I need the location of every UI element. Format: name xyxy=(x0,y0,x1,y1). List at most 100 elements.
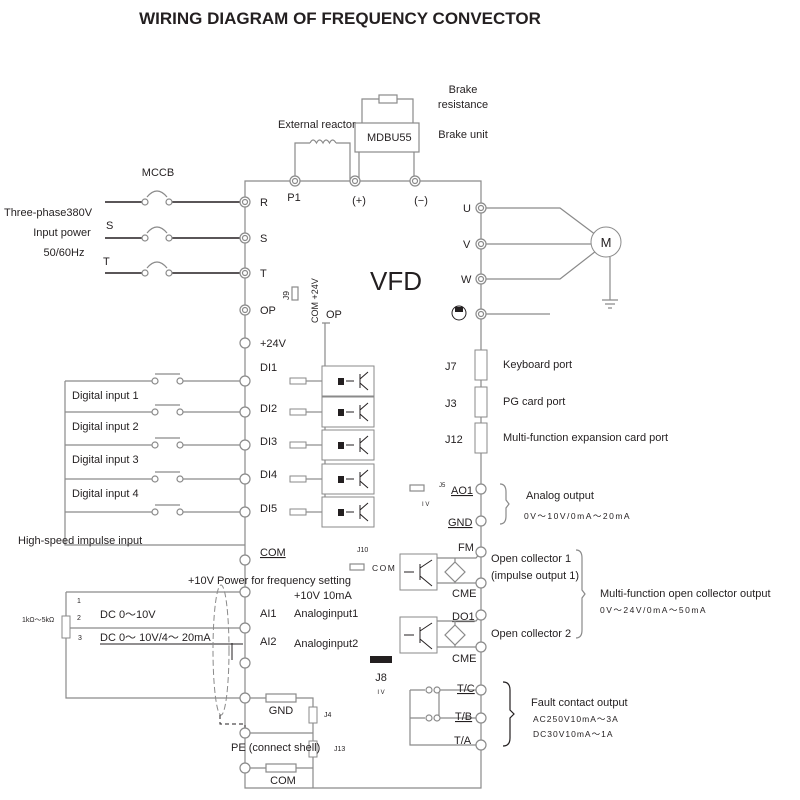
j5-jumper-icon xyxy=(409,484,425,492)
terminal-label-di4: DI4 xyxy=(260,469,277,481)
phototransistor-icon xyxy=(346,502,369,522)
fault-output-label: Fault contact output xyxy=(531,697,628,709)
terminal-op-inner xyxy=(241,306,249,314)
oc-wire xyxy=(437,614,482,648)
brake-unit-model: MDBU55 xyxy=(367,132,412,144)
di-resistor-icon xyxy=(289,441,307,449)
terminal-di1 xyxy=(239,375,251,387)
switch-contact-icon xyxy=(176,408,184,416)
switch-contact-icon xyxy=(141,198,149,206)
led-icon xyxy=(338,442,344,449)
terminal-tc xyxy=(475,684,487,696)
fault-spec-ac: AC250V10mA～3A xyxy=(533,714,619,724)
terminal-com2 xyxy=(239,762,251,774)
di-resistor-icon xyxy=(289,377,307,385)
ai2-desc: Analoginput2 xyxy=(294,638,358,650)
terminal-ao1 xyxy=(475,483,487,495)
vfd-frame xyxy=(244,180,482,789)
vfd-label: VFD xyxy=(370,266,422,296)
terminal-u-inner xyxy=(477,204,485,212)
terminal-ta xyxy=(475,739,487,751)
ao1-label: AO1 xyxy=(451,485,473,497)
fault-relay-wires xyxy=(409,689,481,746)
gnd-label: GND xyxy=(269,705,294,717)
motor-wires xyxy=(481,207,597,315)
oc-wire xyxy=(437,551,482,584)
analog-output-spec: 0V～10V/0mA～20mA xyxy=(524,511,631,521)
switch-contact-icon xyxy=(165,198,173,206)
terminal-label-di1: DI1 xyxy=(260,362,277,374)
mccb-label: MCCB xyxy=(142,167,174,179)
dc-0-10v-label: DC 0～10V xyxy=(100,609,156,621)
terminal-pe xyxy=(239,727,251,739)
power-spec-label: +10V 10mA xyxy=(294,590,352,602)
tb-label: T/B xyxy=(455,711,472,723)
terminal-fm xyxy=(475,546,487,558)
terminal-di4 xyxy=(239,473,251,485)
fm-label: FM xyxy=(458,542,474,554)
digital-input-label-2: Digital input 2 xyxy=(72,421,139,433)
port-label-j7: Keyboard port xyxy=(503,359,572,371)
j8-label: J8 xyxy=(375,672,387,684)
terminal-gnd xyxy=(475,515,487,527)
pe-label: PE (connect shell) xyxy=(231,742,320,754)
ai1-desc: Analoginput1 xyxy=(294,608,358,620)
j4-label: J4 xyxy=(324,712,332,719)
port-id-j12: J12 xyxy=(445,434,463,446)
switch-arc-icon xyxy=(146,226,168,234)
com-bottom-label: COM xyxy=(270,775,296,787)
ai1-label: AI1 xyxy=(260,608,277,620)
switch-contact-icon xyxy=(151,475,159,483)
switch-contact-icon xyxy=(151,408,159,416)
j10-jumper-icon xyxy=(349,563,365,571)
terminal-w-inner xyxy=(477,275,485,283)
open-collector-label: Multi-function open collector output xyxy=(600,588,771,600)
terminal-tb xyxy=(475,712,487,724)
relay-contact-icon xyxy=(433,686,441,694)
j9-jumper-icon xyxy=(291,286,299,301)
terminal-w-label: W xyxy=(461,274,472,286)
terminal-label-di3: DI3 xyxy=(260,436,277,448)
j8-jumper-icon xyxy=(370,656,392,663)
ta-label: T/A xyxy=(454,735,472,747)
pot-wires xyxy=(65,591,245,699)
terminal-p1-inner xyxy=(291,177,299,185)
diagram-title: WIRING DIAGRAM OF FREQUENCY CONVECTOR xyxy=(139,9,541,28)
di-resistor-icon xyxy=(289,475,307,483)
switch-contact-icon xyxy=(176,475,184,483)
high-speed-impulse-label: High-speed impulse input xyxy=(18,535,142,547)
shield-cable-icon xyxy=(212,584,230,716)
diode-bridge-icon xyxy=(444,561,466,583)
motor-label: M xyxy=(601,235,612,250)
terminal-di3 xyxy=(239,439,251,451)
terminal-label-s: S xyxy=(260,233,267,245)
terminal-label-24v: +24V xyxy=(260,338,287,350)
brake-resistance-label-2: resistance xyxy=(438,99,488,111)
switch-contact-icon xyxy=(165,269,173,277)
di-resistor-icon xyxy=(289,508,307,516)
terminal-24v xyxy=(239,337,251,349)
phase-t-label: T xyxy=(103,256,110,268)
cme1-label: CME xyxy=(452,588,476,600)
digital-input-label-4: Digital input 4 xyxy=(72,488,139,500)
oc-transistor-icon xyxy=(404,559,433,587)
j10-com-label: COM xyxy=(372,563,396,573)
oc-optocoupler-icon xyxy=(399,616,438,654)
switch-arc-icon xyxy=(146,261,168,269)
terminal-di5 xyxy=(239,506,251,518)
relay-contact-icon xyxy=(425,714,433,722)
brake-resistor-icon xyxy=(378,94,398,104)
digital-inputs: Digital input 1 Digital input 2 Digital in… xyxy=(65,373,322,516)
digital-input-label-1: Digital input 1 xyxy=(72,390,139,402)
terminal-com xyxy=(239,554,251,566)
switch-contact-icon xyxy=(165,234,173,242)
fault-spec-dc: DC30V10mA～1A xyxy=(533,729,614,739)
pot-pin-1: 1 xyxy=(77,598,81,605)
external-reactor-label: External reactor xyxy=(278,119,356,131)
j5-label: J5 xyxy=(439,483,446,489)
terminal-label-r: R xyxy=(260,197,268,209)
terminal-u-label: U xyxy=(463,203,471,215)
switch-contact-icon xyxy=(176,377,184,385)
diode-bridge-icon xyxy=(444,624,466,646)
